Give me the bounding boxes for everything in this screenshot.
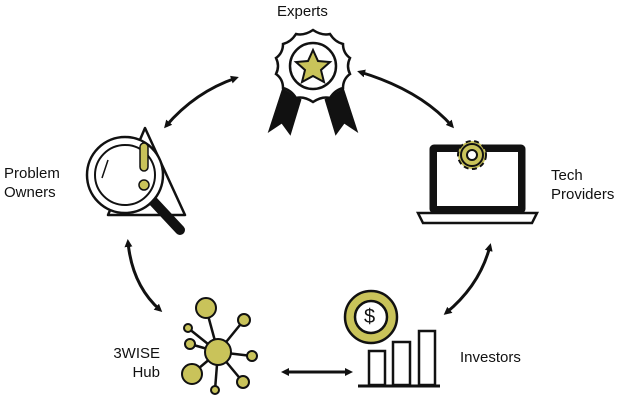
label-3wise-hub: 3WISE Hub xyxy=(90,344,160,382)
label-tech-providers: Tech Providers xyxy=(551,166,614,204)
arrow-tech-investors xyxy=(443,243,493,315)
arrow-problem-hub xyxy=(124,239,163,312)
laptop-gear-icon xyxy=(415,140,540,225)
arrow-experts-problem xyxy=(164,75,239,129)
award-badge-icon xyxy=(267,28,359,136)
magnifier-warning-icon xyxy=(85,126,187,235)
arrow-experts-tech xyxy=(357,69,454,129)
label-tech-line1: Tech xyxy=(551,167,583,184)
label-problem-line1: Problem xyxy=(4,165,60,182)
label-investors: Investors xyxy=(460,349,521,366)
network-hub-icon xyxy=(181,297,258,395)
label-problem-line2: Owners xyxy=(4,184,56,201)
label-experts: Experts xyxy=(277,3,328,20)
label-hub-line1: 3WISE xyxy=(113,345,160,362)
investor-coin-symbol: $ xyxy=(364,306,376,328)
label-problem-owners: Problem Owners xyxy=(4,164,60,202)
label-hub-line2: Hub xyxy=(132,364,160,381)
label-tech-line2: Providers xyxy=(551,186,615,203)
investment-chart-icon xyxy=(343,289,440,388)
arrows xyxy=(124,69,493,376)
